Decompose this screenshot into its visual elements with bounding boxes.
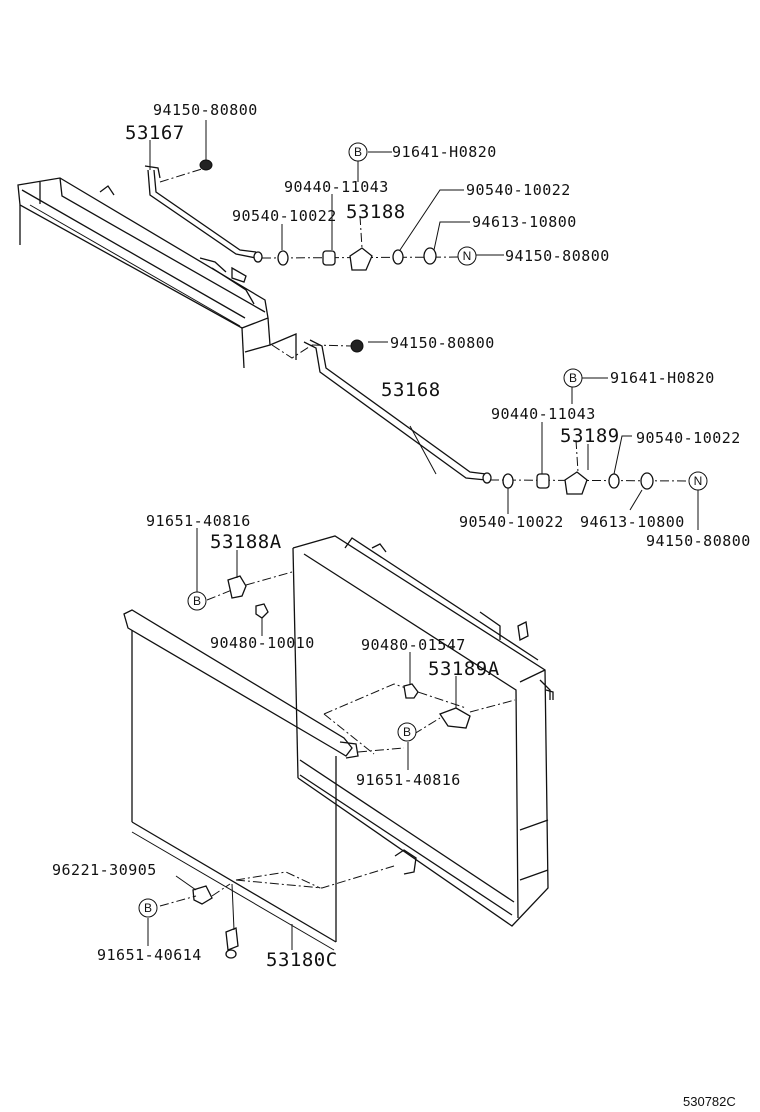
- label-53188: 53188: [346, 201, 406, 223]
- label-94613-10800-a: 94613-10800: [472, 213, 577, 231]
- radiator-shade-53180C: [123, 609, 405, 959]
- label-94150-80800-mid: 94150-80800: [390, 334, 495, 352]
- svg-text:N: N: [694, 474, 703, 488]
- label-94150-80800-b: 94150-80800: [646, 532, 751, 550]
- label-90480-10010: 90480-10010: [210, 634, 315, 652]
- label-90480-01547: 90480-01547: [361, 636, 466, 654]
- marker-n-2: N: [688, 471, 708, 491]
- marker-b-5: B: [138, 898, 158, 918]
- label-90440-11043-a: 90440-11043: [284, 178, 389, 196]
- hose-53168: [269, 333, 492, 484]
- label-91651-40614: 91651-40614: [97, 946, 202, 964]
- label-94150-80800-top: 94150-80800: [153, 101, 258, 119]
- label-91641-H0820-a: 91641-H0820: [392, 143, 497, 161]
- svg-text:B: B: [569, 371, 577, 385]
- label-53167: 53167: [125, 122, 185, 144]
- svg-text:B: B: [354, 145, 362, 159]
- svg-text:N: N: [463, 249, 472, 263]
- diagram-code: 530782C: [683, 1094, 736, 1109]
- marker-b-1: B: [348, 142, 368, 162]
- label-96221-30905: 96221-30905: [52, 861, 157, 879]
- label-94150-80800-a: 94150-80800: [505, 247, 610, 265]
- label-53189: 53189: [560, 425, 620, 447]
- marker-b-4: B: [397, 722, 417, 742]
- marker-b-2: B: [563, 368, 583, 388]
- mount-parts: [206, 571, 516, 755]
- label-91651-40816-a: 91651-40816: [146, 512, 251, 530]
- label-90540-10022-d: 90540-10022: [636, 429, 741, 447]
- hardware-row-lower: [489, 439, 695, 495]
- marker-n-1: N: [457, 246, 477, 266]
- marker-b-3: B: [187, 591, 207, 611]
- radiator-core: [292, 535, 554, 927]
- label-90440-11043-b: 90440-11043: [491, 405, 596, 423]
- label-53180C: 53180C: [266, 949, 338, 971]
- hose-53167: [144, 165, 263, 263]
- label-53168: 53168: [381, 379, 441, 401]
- svg-text:B: B: [144, 901, 152, 915]
- svg-text:B: B: [403, 725, 411, 739]
- label-90540-10022-a: 90540-10022: [232, 207, 337, 225]
- label-91651-40816-b: 91651-40816: [356, 771, 461, 789]
- hardware-row-upper: [159, 159, 471, 271]
- svg-text:B: B: [193, 594, 201, 608]
- leader-lines: [147, 120, 699, 950]
- label-53189A: 53189A: [428, 658, 500, 680]
- label-90540-10022-b: 90540-10022: [466, 181, 571, 199]
- upper-radiator-support: [17, 177, 271, 369]
- label-53188A: 53188A: [210, 531, 282, 553]
- label-91641-H0820-b: 91641-H0820: [610, 369, 715, 387]
- label-94613-10800-b: 94613-10800: [580, 513, 685, 531]
- label-90540-10022-c: 90540-10022: [459, 513, 564, 531]
